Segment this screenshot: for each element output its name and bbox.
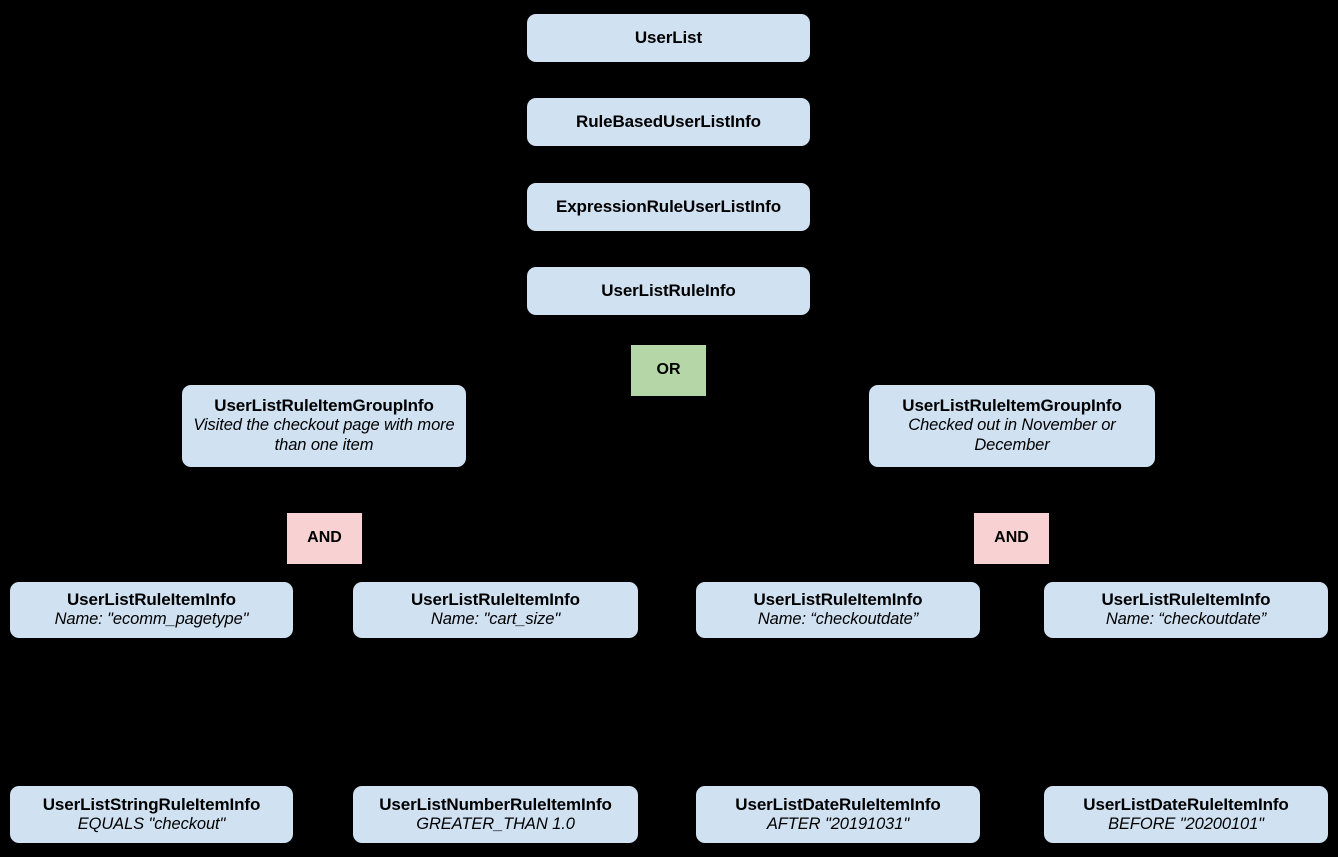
node-title: UserListRuleItemInfo [1101,590,1271,610]
node-expressionruleuserlistinfo[interactable]: ExpressionRuleUserListInfo [527,183,810,231]
node-item-checkoutdate-after[interactable]: UserListRuleItemInfo Name: “checkoutdate… [696,582,980,638]
node-subtitle: Name: “checkoutdate” [757,610,919,629]
operator-or[interactable]: OR [631,345,706,396]
node-userlist[interactable]: UserList [527,14,810,62]
node-leaf-date-after[interactable]: UserListDateRuleItemInfo AFTER "20191031… [696,786,980,843]
node-group-right[interactable]: UserListRuleItemGroupInfo Checked out in… [869,385,1155,467]
node-item-pagetype[interactable]: UserListRuleItemInfo Name: "ecomm_pagety… [10,582,293,638]
operator-and-left[interactable]: AND [287,513,362,564]
node-title: UserListRuleInfo [601,280,736,300]
node-subtitle: Checked out in November or December [908,416,1116,455]
node-title: UserListRuleItemInfo [67,590,236,610]
node-title: UserListNumberRuleItemInfo [379,794,612,814]
node-subtitle: GREATER_THAN 1.0 [416,814,575,833]
node-title: UserListRuleItemGroupInfo [214,396,434,416]
node-title: ExpressionRuleUserListInfo [555,196,782,216]
node-subtitle: BEFORE "20200101" [1108,814,1264,833]
node-title: UserListRuleItemInfo [753,590,923,610]
node-leaf-number[interactable]: UserListNumberRuleItemInfo GREATER_THAN … [353,786,638,843]
node-subtitle: Name: "ecomm_pagetype" [54,610,249,629]
node-item-checkoutdate-before[interactable]: UserListRuleItemInfo Name: “checkoutdate… [1044,582,1328,638]
node-group-left[interactable]: UserListRuleItemGroupInfo Visited the ch… [182,385,466,467]
operator-and-right[interactable]: AND [974,513,1049,564]
node-title: UserListStringRuleItemInfo [42,794,261,814]
operator-label: OR [656,361,681,379]
node-title: UserListDateRuleItemInfo [735,794,941,814]
node-title: UserList [634,27,703,47]
node-subtitle: Visited the checkout page with more than… [193,416,455,455]
operator-label: AND [994,529,1029,547]
node-leaf-string[interactable]: UserListStringRuleItemInfo EQUALS "check… [10,786,293,843]
node-item-cartsize[interactable]: UserListRuleItemInfo Name: "cart_size" [353,582,638,638]
node-subtitle: EQUALS "checkout" [77,814,226,833]
node-title: UserListRuleItemInfo [411,590,580,610]
node-subtitle: Name: “checkoutdate” [1105,610,1267,629]
node-title: RuleBasedUserListInfo [576,111,761,131]
node-subtitle: Name: "cart_size" [430,610,561,629]
node-rulebaseduserlistinfo[interactable]: RuleBasedUserListInfo [527,98,810,146]
node-leaf-date-before[interactable]: UserListDateRuleItemInfo BEFORE "2020010… [1044,786,1328,843]
node-userlistruleinfo[interactable]: UserListRuleInfo [527,267,810,315]
operator-label: AND [307,529,342,547]
node-title: UserListRuleItemGroupInfo [902,396,1122,416]
node-subtitle: AFTER "20191031" [766,814,910,833]
node-title: UserListDateRuleItemInfo [1083,794,1289,814]
